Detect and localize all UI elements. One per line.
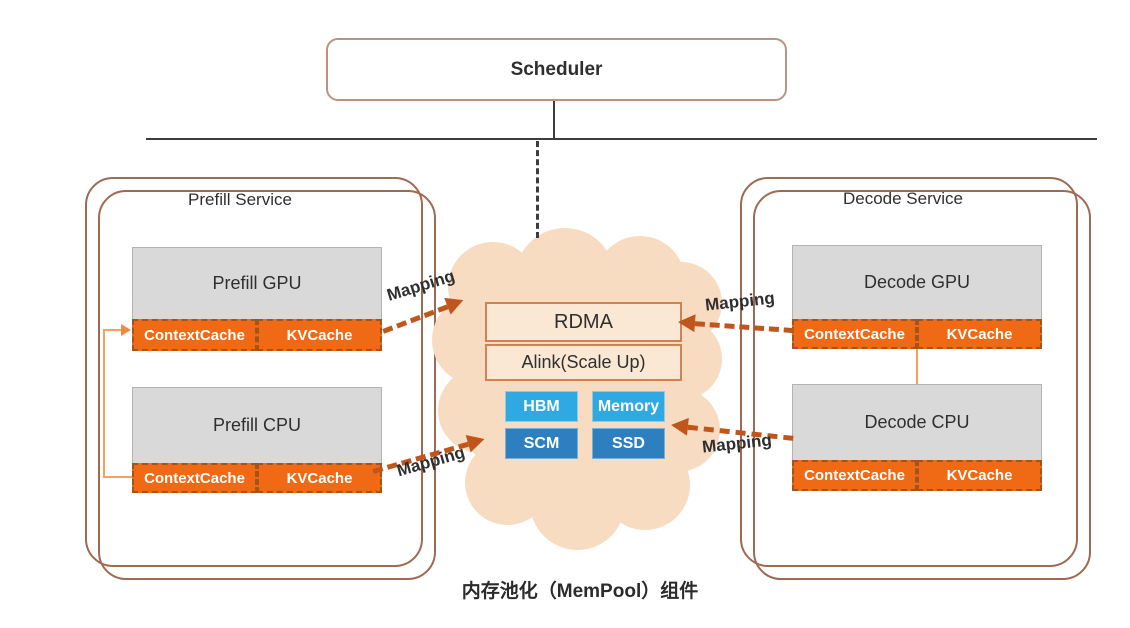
ssd-label: SSD xyxy=(612,434,645,452)
prefill-gpu-kvcache-cell: KVCache xyxy=(257,319,382,351)
hbm-tile: HBM xyxy=(505,391,578,422)
decode-cpu-kvcache-cell: KVCache xyxy=(917,460,1042,491)
decode-service-title: Decode Service xyxy=(842,189,963,208)
decode-cpu-box: Decode CPU ContextCache KVCache xyxy=(792,384,1042,491)
memory-label: Memory xyxy=(597,397,660,415)
prefill-service-container-back xyxy=(85,177,423,567)
decode-gpu-kvcache-cell: KVCache xyxy=(917,319,1042,349)
alink-box: Alink(Scale Up) xyxy=(485,344,682,381)
scm-tile: SCM xyxy=(505,428,578,459)
scheduler-box: Scheduler xyxy=(326,38,787,101)
mempool-caption: 内存池化（MemPool）组件 xyxy=(461,581,699,602)
decode-gpu-cpu-connector xyxy=(916,348,918,384)
decode-gpu-contextcache-cell: ContextCache xyxy=(792,319,917,349)
prefill-cpu-cache-strip: ContextCache KVCache xyxy=(132,463,382,493)
alink-label: Alink(Scale Up) xyxy=(521,352,646,372)
prefill-cpu-box: Prefill CPU ContextCache KVCache xyxy=(132,387,382,493)
prefill-gpu-box: Prefill GPU ContextCache KVCache xyxy=(132,247,382,351)
hbm-label: HBM xyxy=(523,397,560,415)
prefill-gpu-contextcache-cell: ContextCache xyxy=(132,319,257,351)
bus-to-mempool-dashed-line xyxy=(536,141,539,238)
arrowhead-icon xyxy=(677,313,696,333)
prefill-gpu-cache-strip: ContextCache KVCache xyxy=(132,319,382,351)
decode-service-container-front xyxy=(753,190,1091,580)
decode-gpu-box: Decode GPU ContextCache KVCache xyxy=(792,245,1042,349)
prefill-gpu-title: Prefill GPU xyxy=(132,247,382,319)
decode-service-container-back xyxy=(740,177,1078,567)
rdma-box: RDMA xyxy=(485,302,682,342)
decode-gpu-title: Decode GPU xyxy=(792,245,1042,319)
ssd-tile: SSD xyxy=(592,428,665,459)
prefill-service-title: Prefill Service xyxy=(188,190,292,209)
scheduler-connector-line xyxy=(553,97,555,139)
decode-cpu-title: Decode CPU xyxy=(792,384,1042,460)
prefill-cache-sync-connector-vertical xyxy=(103,329,105,478)
memory-tile: Memory xyxy=(592,391,665,422)
scheduler-label: Scheduler xyxy=(510,58,603,80)
decode-cpu-cache-strip: ContextCache KVCache xyxy=(792,460,1042,491)
decode-cpu-contextcache-cell: ContextCache xyxy=(792,460,917,491)
decode-gpu-cache-strip: ContextCache KVCache xyxy=(792,319,1042,349)
prefill-cache-sync-connector-bottom xyxy=(103,476,132,478)
prefill-cache-sync-arrowhead xyxy=(121,324,131,336)
prefill-cache-sync-connector-top xyxy=(103,329,123,331)
rdma-label: RDMA xyxy=(554,310,613,333)
scm-label: SCM xyxy=(523,434,560,452)
prefill-cpu-contextcache-cell: ContextCache xyxy=(132,463,257,493)
prefill-cpu-kvcache-cell: KVCache xyxy=(257,463,382,493)
prefill-service-container-front xyxy=(98,190,436,580)
dashed-line xyxy=(694,320,794,333)
arrowhead-icon xyxy=(670,416,689,436)
bus-line xyxy=(146,138,1097,140)
prefill-cpu-title: Prefill CPU xyxy=(132,387,382,463)
